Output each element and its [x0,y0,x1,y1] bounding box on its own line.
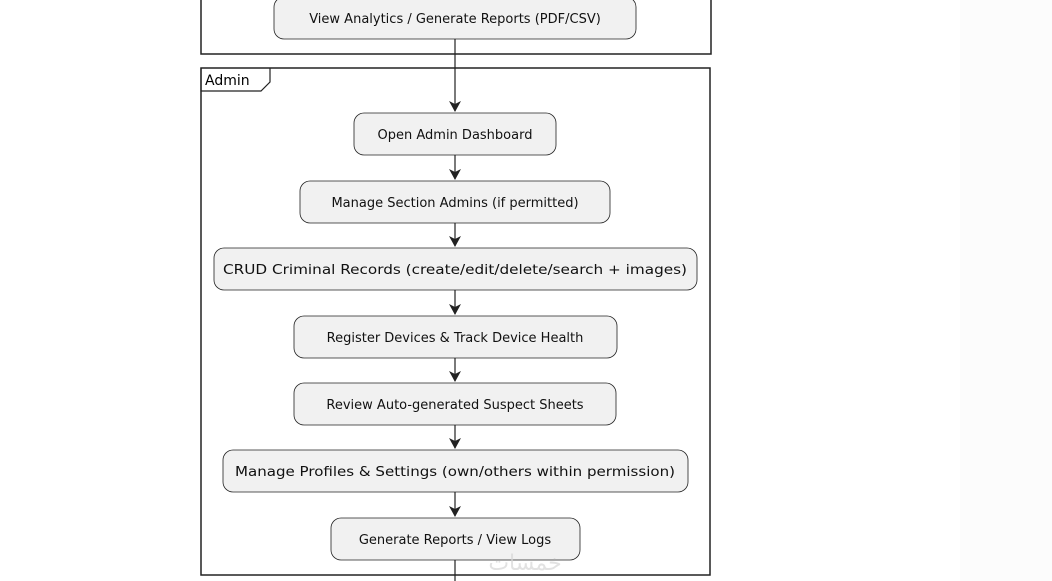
admin-node-4-label: Register Devices & Track Device Health [327,331,584,346]
admin-node-4: Register Devices & Track Device Health [293,315,618,359]
admin-node-2-label: Manage Section Admins (if permitted) [331,196,578,211]
previous-frame-border [200,0,712,55]
admin-frame-label: Admin [205,73,250,89]
watermark: خمسات [488,551,561,576]
admin-node-3-label: CRUD Criminal Records (create/edit/delet… [223,263,687,278]
admin-node-7: Generate Reports / View Logs [330,517,581,561]
admin-node-6: Manage Profiles & Settings (own/others w… [222,449,689,493]
admin-frame-tab [200,68,271,92]
admin-node-3: CRUD Criminal Records (create/edit/delet… [213,247,698,291]
admin-node-7-label: Generate Reports / View Logs [359,533,552,548]
admin-node-1-label: Open Admin Dashboard [378,128,533,143]
previous-frame: View Analytics / Generate Reports (PDF/C… [200,0,712,55]
admin-node-2: Manage Section Admins (if permitted) [299,180,611,224]
admin-node-5: Review Auto-generated Suspect Sheets [293,382,617,426]
admin-node-6-label: Manage Profiles & Settings (own/others w… [235,465,675,480]
right-margin-background [960,0,1052,581]
admin-node-1: Open Admin Dashboard [353,112,557,156]
analytics-node-label: View Analytics / Generate Reports (PDF/C… [309,12,601,27]
admin-node-5-label: Review Auto-generated Suspect Sheets [326,398,583,413]
